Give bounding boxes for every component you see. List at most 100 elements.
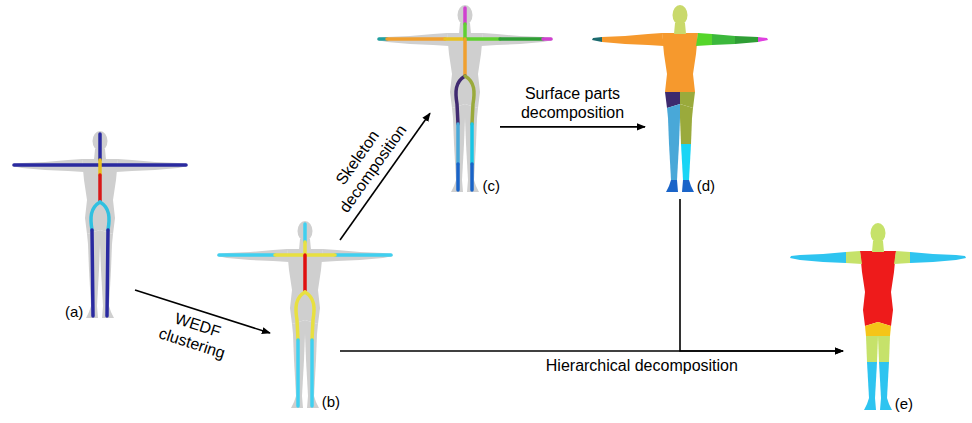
figure-node: (e) — [843, 222, 913, 417]
callout-letter: (b) — [322, 393, 340, 411]
body-part — [871, 223, 886, 243]
skeleton-curve — [303, 224, 307, 242]
body-side — [12, 159, 100, 318]
human-figure — [217, 221, 393, 408]
body-part — [669, 144, 679, 180]
body-part — [287, 249, 323, 308]
body-side — [878, 251, 966, 410]
body-part — [800, 254, 823, 262]
body-part — [602, 36, 625, 44]
body-part — [447, 33, 483, 92]
body-part — [910, 252, 933, 263]
body-part — [625, 34, 648, 45]
skeleton-curve — [303, 242, 307, 255]
skeleton-curve — [470, 164, 474, 190]
body-part — [458, 5, 473, 25]
body-part — [894, 251, 910, 264]
skeleton-curve — [456, 124, 460, 164]
edge-label: Skeleton decomposition — [316, 104, 414, 221]
skeleton-curve — [463, 39, 467, 76]
arrow-connector — [500, 126, 645, 128]
body-part — [680, 118, 692, 144]
body-part — [866, 336, 878, 362]
body-part — [956, 255, 966, 260]
body-part — [682, 180, 694, 192]
edge-label: WEDF clustering — [134, 299, 256, 371]
skeleton-curve — [465, 37, 500, 41]
callout-letter: (a) — [65, 303, 83, 321]
body-part — [667, 104, 680, 118]
body-side — [100, 159, 188, 318]
arrow-connector — [680, 199, 843, 351]
body-part — [666, 180, 678, 192]
skeleton-curve — [465, 76, 474, 124]
body-part — [681, 144, 691, 180]
callout-letter: (d) — [697, 177, 715, 195]
skeleton-curve — [387, 37, 445, 41]
skeleton-curve — [303, 255, 307, 292]
body-part — [680, 104, 693, 118]
skeleton-curve — [100, 202, 109, 230]
skeleton-curve — [463, 8, 467, 24]
body-part — [880, 398, 892, 410]
skeleton-curve — [219, 253, 275, 257]
callout-letter: (c) — [483, 177, 501, 195]
body-part — [846, 251, 862, 264]
body-part — [865, 322, 878, 336]
body-part — [712, 34, 735, 45]
body-part — [879, 362, 889, 398]
body-part — [735, 36, 758, 44]
body-part — [592, 37, 602, 42]
figure-node: (d) — [645, 4, 715, 199]
skeleton-curve — [107, 230, 108, 316]
figure-illustration — [10, 130, 190, 322]
body-side — [305, 249, 393, 408]
skeleton-curve — [310, 340, 314, 406]
body-part — [823, 252, 846, 263]
figure-illustration — [215, 220, 395, 412]
skeleton-curve — [305, 292, 314, 340]
body-part — [864, 398, 876, 410]
skeleton-curve — [335, 253, 391, 257]
skeleton-curve — [98, 134, 102, 160]
human-figure — [12, 131, 188, 318]
skeleton-curve — [98, 175, 102, 202]
figure-node: (c) — [430, 4, 500, 199]
body-part — [543, 37, 553, 42]
callout-letter: (e) — [895, 395, 913, 413]
skeleton-curve — [296, 292, 305, 340]
skeleton-curve — [463, 24, 467, 39]
body-part — [668, 118, 680, 144]
body-part — [298, 221, 313, 241]
body-part — [758, 37, 768, 42]
skeleton-curve — [98, 160, 102, 175]
human-figure — [790, 223, 966, 410]
body-part — [82, 159, 118, 218]
body-side — [680, 33, 768, 192]
body-part — [790, 255, 800, 260]
skeleton-curve — [296, 340, 300, 406]
skeleton-curve — [470, 124, 474, 164]
body-part — [696, 33, 712, 46]
body-side — [790, 251, 878, 410]
body-part — [867, 362, 877, 398]
body-part — [878, 336, 890, 362]
figure-node: (a) — [65, 130, 135, 325]
skeleton-curve — [92, 230, 93, 316]
body-part — [860, 251, 896, 310]
skeleton-curve — [543, 37, 551, 41]
body-part — [673, 5, 688, 25]
skeleton-curve — [456, 76, 465, 124]
figure-illustration — [788, 222, 968, 414]
skeleton-curve — [500, 37, 543, 41]
skeleton-curve — [456, 164, 460, 190]
body-part — [933, 254, 956, 262]
skeleton-curve — [445, 37, 465, 41]
body-part — [648, 33, 664, 46]
body-part — [878, 322, 891, 336]
edge-label: Surface parts decomposition — [515, 84, 631, 122]
edge-label: Hierarchical decomposition — [544, 356, 740, 375]
